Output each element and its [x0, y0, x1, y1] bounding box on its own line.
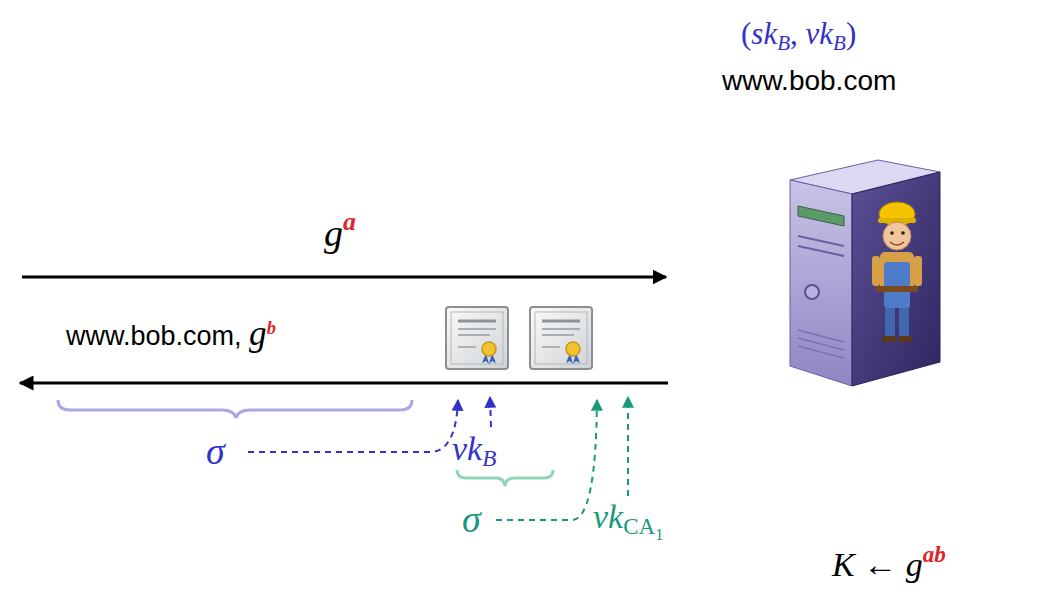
text-run: (: [741, 16, 751, 51]
certificate-icon: [530, 307, 592, 369]
text-run: 1: [655, 525, 663, 544]
text-run: a: [343, 207, 356, 236]
leader-arrow: [490, 397, 491, 427]
text-run: vk: [593, 498, 623, 535]
text-run: ,: [790, 16, 806, 51]
text-run: ): [846, 16, 856, 51]
text-run: vk: [452, 430, 482, 467]
leader-arrow: [248, 400, 458, 452]
text-run: b: [267, 318, 276, 338]
text-run: g: [249, 314, 267, 353]
text-run: sk: [751, 16, 777, 51]
text-run: ab: [923, 541, 946, 567]
text-run: B: [482, 445, 496, 471]
leader-arrow: [627, 397, 629, 496]
text-run: CA: [623, 513, 655, 539]
text-run: g: [324, 212, 343, 254]
key-pair: (skB, vkB): [741, 18, 856, 49]
certificate-icon: [446, 307, 508, 369]
session-key: K ← gab: [832, 548, 946, 582]
text-run: www.bob.com,: [66, 321, 249, 351]
text-run: σ: [206, 430, 225, 472]
text-run: g: [906, 546, 923, 583]
message-label: ga: [324, 214, 356, 252]
key-label: vkB: [452, 432, 496, 466]
text-run: vk: [806, 16, 834, 51]
server-illustration: [790, 160, 940, 386]
message-arrow: [20, 382, 668, 385]
signature-label: σ: [206, 432, 225, 470]
text-run: www.bob.com: [722, 65, 896, 96]
curly-brace: [457, 470, 553, 486]
text-run: B: [833, 31, 846, 55]
text-run: ←: [855, 546, 906, 583]
key-label: vkCA1: [593, 500, 663, 534]
text-run: B: [777, 31, 790, 55]
curly-brace: [58, 400, 412, 418]
message-arrow: [22, 276, 666, 279]
text-run: K: [832, 546, 855, 583]
signature-label: σ: [462, 500, 481, 538]
message-label: www.bob.com, gb: [66, 316, 276, 351]
leader-arrow: [496, 400, 597, 520]
server-name: www.bob.com: [722, 67, 896, 95]
text-run: σ: [462, 498, 481, 540]
